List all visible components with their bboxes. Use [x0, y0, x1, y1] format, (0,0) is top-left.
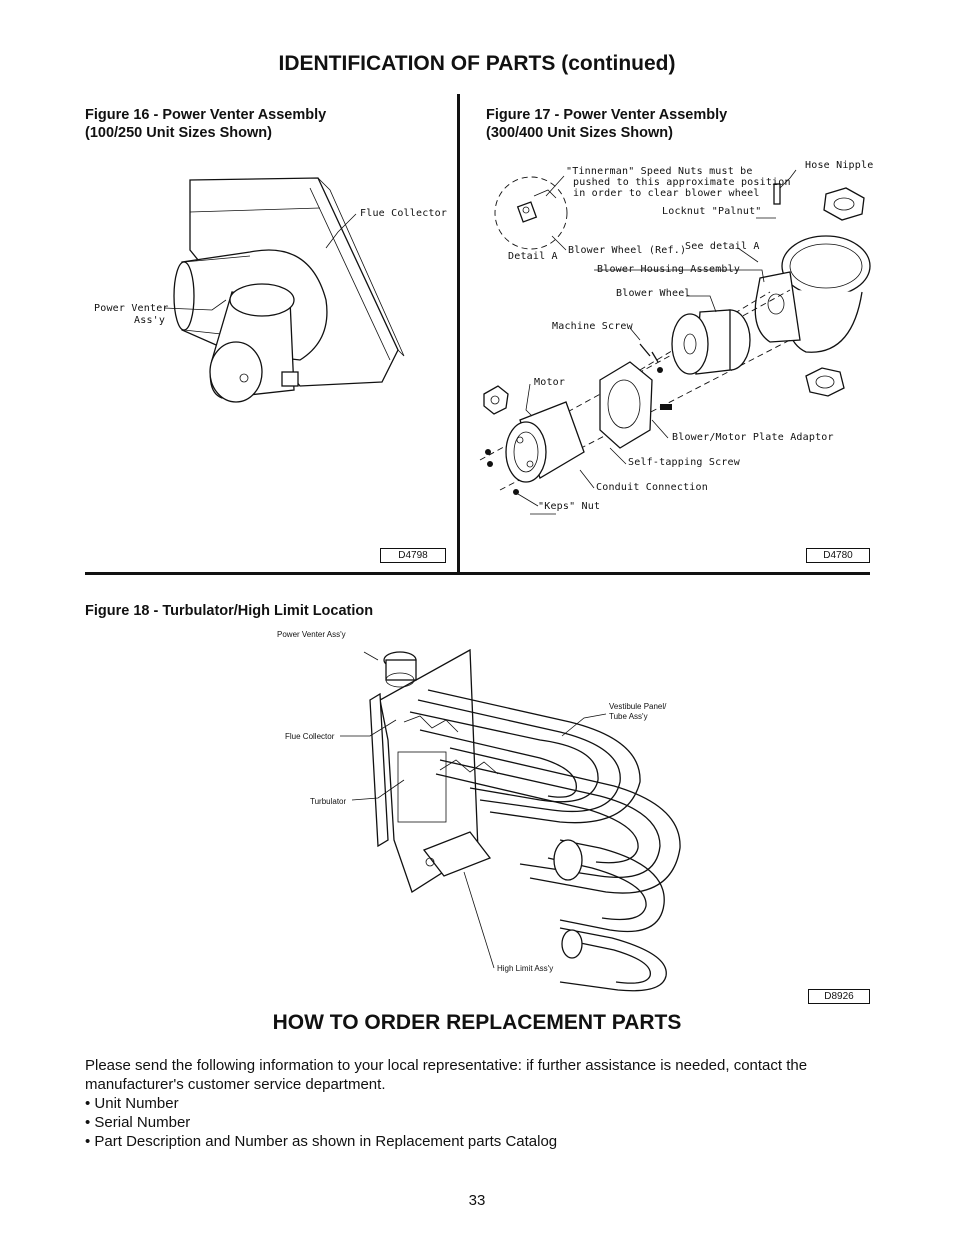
figure17-caption: Figure 17 - Power Venter Assembly (300/4…	[486, 106, 727, 142]
figure16-caption-line1: Figure 16 - Power Venter Assembly	[85, 107, 327, 123]
order-heading: HOW TO ORDER REPLACEMENT PARTS	[272, 1011, 682, 1034]
page-title: IDENTIFICATION OF PARTS (continued)	[278, 52, 676, 75]
figure17-label-blower-wheel: Blower Wheel	[616, 288, 691, 299]
figure18-label-flue-collector: Flue Collector	[285, 732, 335, 741]
figure17-label-blower-housing: Blower Housing Assembly	[597, 264, 741, 275]
figure18-label-vestibule-2: Tube Ass'y	[609, 712, 648, 721]
figure18-label-high-limit: High Limit Ass'y	[497, 964, 554, 973]
figure16-caption-line2: (100/250 Unit Sizes Shown)	[85, 125, 272, 141]
figure18-label-power-venter: Power Venter Ass'y	[277, 630, 346, 639]
figure18-label-turbulator: Turbulator	[310, 797, 347, 806]
figure17-label-see-detail: See detail A	[685, 241, 760, 252]
figure16-code: D4798	[380, 548, 446, 563]
figure17-label-conduit: Conduit Connection	[596, 482, 708, 493]
figure18-caption: Figure 18 - Turbulator/High Limit Locati…	[85, 603, 374, 619]
figure17-caption-line1: Figure 17 - Power Venter Assembly	[486, 107, 728, 123]
figure17-label-hose-nipple: Hose Nipple	[805, 160, 874, 171]
page-number: 33	[468, 1192, 486, 1209]
figure17-label-locknut: Locknut "Palnut"	[662, 206, 762, 217]
figure16-label-power-venter: Power Venter	[94, 303, 169, 314]
order-item-unit-number: • Unit Number	[85, 1095, 179, 1112]
figure17-label-plate-adaptor: Blower/Motor Plate Adaptor	[672, 432, 834, 443]
figure18-code: D8926	[808, 989, 870, 1004]
figure17-code: D4780	[806, 548, 870, 563]
figure17-label-tinnerman-3: in order to clear blower wheel	[573, 188, 760, 199]
order-item-list: • Unit Number • Serial Number • Part Des…	[85, 1094, 557, 1151]
figure17-label-machine-screw: Machine Screw	[552, 321, 633, 332]
figure16-label-flue-collector: Flue Collector	[360, 208, 448, 219]
figure-divider-horizontal	[85, 572, 870, 575]
order-item-serial-number: • Serial Number	[85, 1114, 191, 1131]
figure16-label-power-venter-2: Ass'y	[134, 315, 166, 326]
figure17-label-tinnerman-2: pushed to this approximate position	[573, 177, 791, 188]
figure17-label-tinnerman-1: "Tinnerman" Speed Nuts must be	[566, 166, 753, 177]
order-item-part-description: • Part Description and Number as shown i…	[85, 1133, 558, 1150]
order-intro: Please send the following information to…	[85, 1057, 808, 1093]
figure17-label-self-tapping: Self-tapping Screw	[628, 457, 740, 468]
figure17-label-motor: Motor	[534, 377, 566, 388]
figure17-caption-line2: (300/400 Unit Sizes Shown)	[486, 125, 673, 141]
figure17-label-blower-wheel-ref: Blower Wheel (Ref.)	[568, 245, 687, 256]
figure-divider-vertical	[457, 94, 460, 575]
figure18-label-vestibule-1: Vestibule Panel/	[609, 702, 667, 711]
figure16-caption: Figure 16 - Power Venter Assembly (100/2…	[85, 106, 326, 142]
figure17-label-keps: "Keps" Nut	[538, 501, 601, 512]
figure17-label-detail-a: Detail A	[508, 251, 558, 262]
